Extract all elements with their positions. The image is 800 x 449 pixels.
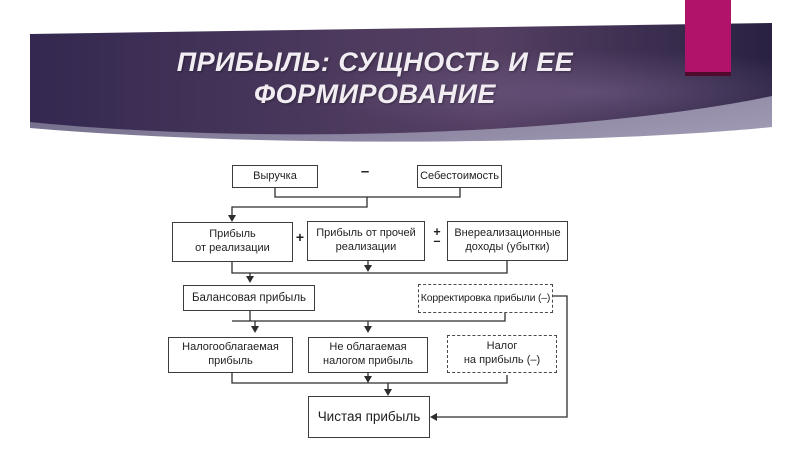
node-label: Не облагаемая — [329, 341, 407, 354]
node-label: Чистая прибыль — [317, 408, 421, 424]
node-cost: Себестоимость — [417, 165, 502, 188]
node-label: Корректировка прибыли (–) — [420, 291, 551, 304]
operator-plus-minus-top: + — [433, 225, 441, 239]
header-band — [30, 23, 772, 142]
band-highlight — [30, 23, 772, 135]
node-balance-profit: Балансовая прибыль — [183, 285, 315, 311]
node-label: Выручка — [253, 169, 297, 182]
node-profit-tax: Налог на прибыль (–) — [447, 335, 557, 373]
arrowhead-row2-mid — [364, 265, 372, 272]
operator-plus: + — [295, 229, 305, 245]
node-label: Балансовая прибыль — [191, 291, 307, 304]
connector-balance-split — [232, 311, 506, 327]
node-label: Прибыль от прочей — [316, 227, 416, 240]
node-other-sales-profit: Прибыль от прочей реализации — [307, 221, 425, 261]
node-sales-profit: Прибыль от реализации — [172, 222, 293, 262]
node-label: Прибыль — [209, 228, 256, 241]
node-label: Внереализационные — [454, 227, 561, 240]
operator-minus: – — [360, 163, 370, 180]
node-taxable-profit: Налогооблагаемая прибыль — [168, 337, 293, 373]
node-label: налогом прибыль — [323, 355, 413, 367]
slide-title-line-1: ПРИБЫЛЬ: СУЩНОСТЬ И ЕЕ — [176, 47, 574, 77]
accent-rectangle — [685, 0, 731, 76]
arrowhead-into-non-taxable — [364, 326, 372, 333]
node-label: доходы (убытки) — [465, 241, 550, 253]
node-profit-adjustment: Корректировка прибыли (–) — [418, 284, 553, 313]
node-label: на прибыль (–) — [463, 354, 541, 366]
node-label: Себестоимость — [420, 169, 499, 182]
arrowhead-into-taxable — [251, 326, 259, 333]
slide-title: ПРИБЫЛЬ: СУЩНОСТЬ И ЕЕ ФОРМИРОВАНИЕ — [70, 46, 680, 111]
connector-adjustment-feedback — [437, 295, 568, 418]
node-net-profit: Чистая прибыль — [308, 396, 430, 438]
arrowhead-feedback-into-net-profit — [430, 413, 437, 421]
node-label: Налог — [486, 340, 518, 353]
slide-title-line-2: ФОРМИРОВАНИЕ — [254, 79, 496, 110]
node-label: от реализации — [195, 242, 270, 254]
node-label: Налогооблагаемая — [182, 341, 279, 354]
arrowhead-row4-mid — [364, 376, 372, 383]
operator-plus-minus-bottom: – — [433, 234, 441, 249]
arrowhead-into-sales-profit — [228, 215, 236, 222]
node-label: прибыль — [208, 355, 253, 367]
connector-revenue-cost-merge — [231, 188, 461, 216]
node-non-operating-income: Внереализационные доходы (убытки) — [447, 221, 568, 261]
operator-plus-minus: + – — [429, 225, 445, 249]
node-label: реализации — [335, 241, 397, 253]
connector-row4-merge — [231, 373, 508, 390]
arrowhead-into-balance-profit — [246, 276, 254, 283]
arrowhead-into-net-profit — [384, 389, 392, 396]
node-revenue: Выручка — [232, 165, 318, 188]
node-non-taxable-profit: Не облагаемая налогом прибыль — [308, 337, 428, 373]
